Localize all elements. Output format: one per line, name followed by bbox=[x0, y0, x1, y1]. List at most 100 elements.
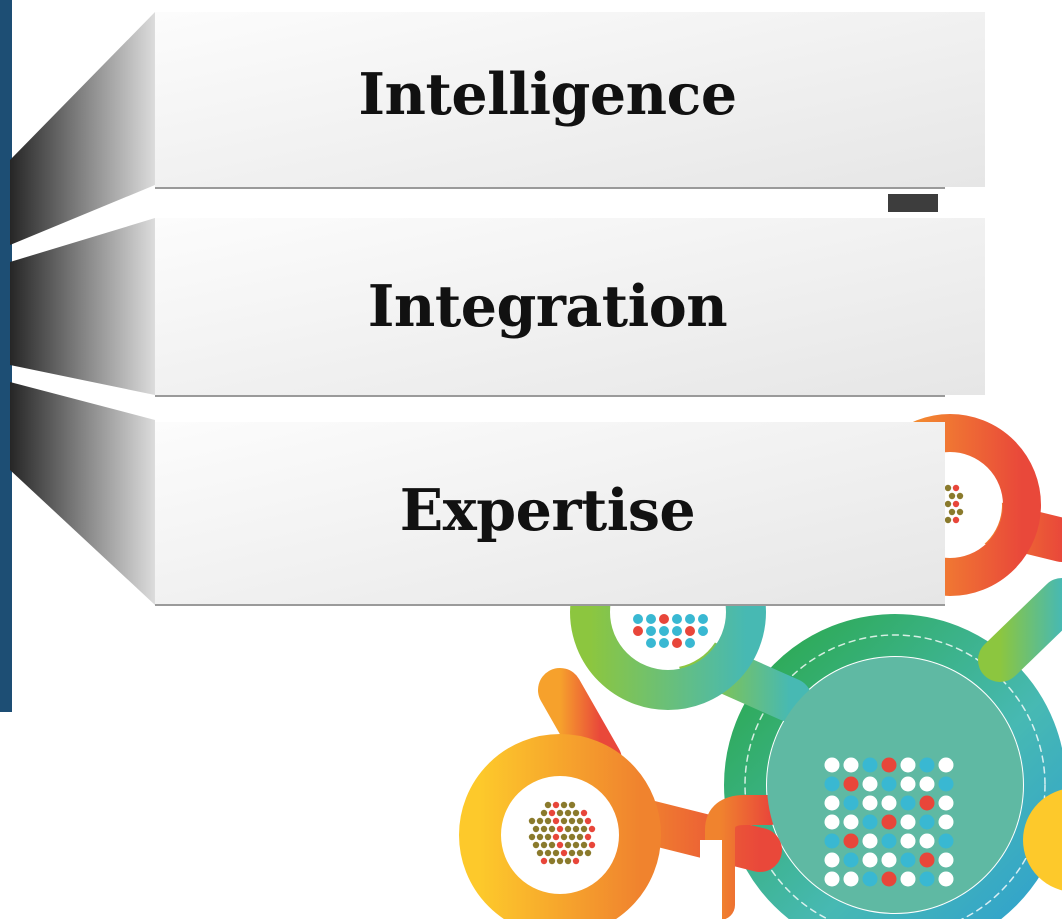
pattern-dot bbox=[952, 484, 960, 492]
pattern-dot bbox=[564, 841, 572, 849]
pattern-dot bbox=[552, 849, 560, 857]
pattern-dot bbox=[843, 833, 859, 849]
pattern-dot bbox=[528, 833, 536, 841]
pattern-dot bbox=[900, 871, 916, 887]
pattern-dot bbox=[843, 871, 859, 887]
pattern-dot bbox=[560, 817, 568, 825]
pattern-dot bbox=[572, 841, 580, 849]
pattern-dot bbox=[824, 776, 840, 792]
pattern-dot bbox=[560, 833, 568, 841]
pattern-dot bbox=[672, 626, 682, 636]
pattern-dot bbox=[881, 814, 897, 830]
pattern-dot bbox=[862, 833, 878, 849]
pattern-dot bbox=[948, 508, 956, 516]
panel-label-intelligence: Intelligence bbox=[358, 61, 737, 128]
pattern-dot bbox=[919, 776, 935, 792]
pattern-dot bbox=[532, 841, 540, 849]
pattern-dot bbox=[552, 833, 560, 841]
pattern-dot bbox=[843, 757, 859, 773]
pattern-dot bbox=[536, 817, 544, 825]
pattern-dot bbox=[698, 626, 708, 636]
pattern-dot bbox=[532, 825, 540, 833]
pattern-dot bbox=[672, 614, 682, 624]
pattern-dot bbox=[548, 857, 556, 865]
pattern-dot bbox=[588, 841, 596, 849]
pattern-dot bbox=[862, 795, 878, 811]
pattern-dot bbox=[572, 825, 580, 833]
pattern-dot bbox=[548, 809, 556, 817]
pattern-dot bbox=[552, 801, 560, 809]
pattern-dot bbox=[659, 626, 669, 636]
pattern-dot bbox=[938, 852, 954, 868]
pattern-dot bbox=[900, 852, 916, 868]
pattern-dot bbox=[646, 626, 656, 636]
pattern-dot bbox=[824, 795, 840, 811]
pattern-dot bbox=[938, 814, 954, 830]
pattern-dot bbox=[568, 801, 576, 809]
pattern-dot bbox=[572, 857, 580, 865]
pattern-dot bbox=[646, 638, 656, 648]
pattern-dot bbox=[560, 801, 568, 809]
pattern-dot bbox=[659, 638, 669, 648]
pattern-dot bbox=[824, 814, 840, 830]
pattern-dot bbox=[862, 776, 878, 792]
pattern-dot bbox=[843, 852, 859, 868]
pattern-dot bbox=[540, 809, 548, 817]
pattern-dot bbox=[548, 825, 556, 833]
pattern-dot bbox=[944, 516, 952, 524]
pattern-dot bbox=[564, 809, 572, 817]
pattern-dot bbox=[568, 817, 576, 825]
pattern-dot bbox=[956, 492, 964, 500]
pattern-dot bbox=[900, 795, 916, 811]
pattern-dot bbox=[536, 849, 544, 857]
pattern-dot bbox=[540, 857, 548, 865]
pattern-dot bbox=[633, 626, 643, 636]
pattern-dot bbox=[824, 757, 840, 773]
connector-wedges bbox=[10, 12, 155, 605]
panel-2-shape bbox=[155, 218, 985, 397]
pattern-dot bbox=[685, 626, 695, 636]
pattern-dot bbox=[952, 516, 960, 524]
pattern-dot bbox=[944, 484, 952, 492]
pattern-dot bbox=[919, 852, 935, 868]
pattern-dot bbox=[685, 614, 695, 624]
pattern-dot bbox=[919, 757, 935, 773]
pattern-dot bbox=[862, 871, 878, 887]
pattern-dot bbox=[843, 776, 859, 792]
pattern-dot bbox=[862, 814, 878, 830]
pattern-dot bbox=[556, 841, 564, 849]
pattern-dot bbox=[544, 833, 552, 841]
pattern-dot bbox=[580, 809, 588, 817]
pattern-dot bbox=[938, 776, 954, 792]
pattern-dot bbox=[544, 801, 552, 809]
pattern-dot bbox=[938, 833, 954, 849]
left-accent-bar bbox=[0, 0, 12, 712]
pattern-dot bbox=[881, 795, 897, 811]
pattern-dot bbox=[900, 776, 916, 792]
pattern-dot bbox=[862, 852, 878, 868]
pattern-dot bbox=[528, 817, 536, 825]
pattern-dot bbox=[560, 849, 568, 857]
pattern-dot bbox=[568, 849, 576, 857]
pattern-dot bbox=[952, 500, 960, 508]
panel-3-shape bbox=[155, 422, 945, 606]
pattern-dot bbox=[556, 825, 564, 833]
pattern-dot bbox=[544, 849, 552, 857]
pattern-dot bbox=[556, 809, 564, 817]
pattern-dot bbox=[824, 871, 840, 887]
panel-label-expertise: Expertise bbox=[399, 477, 696, 544]
pattern-dot bbox=[552, 817, 560, 825]
pattern-dot bbox=[938, 757, 954, 773]
pattern-dot bbox=[576, 817, 584, 825]
pattern-dot bbox=[646, 614, 656, 624]
pattern-dot bbox=[881, 852, 897, 868]
pattern-dot bbox=[919, 871, 935, 887]
pattern-dot bbox=[576, 849, 584, 857]
pattern-dot bbox=[536, 833, 544, 841]
pattern-dot bbox=[659, 614, 669, 624]
pattern-dot bbox=[881, 871, 897, 887]
pattern-dot bbox=[881, 776, 897, 792]
panel-1-shape bbox=[155, 12, 985, 212]
panel-1-tab bbox=[888, 194, 938, 212]
pattern-dot bbox=[633, 614, 643, 624]
